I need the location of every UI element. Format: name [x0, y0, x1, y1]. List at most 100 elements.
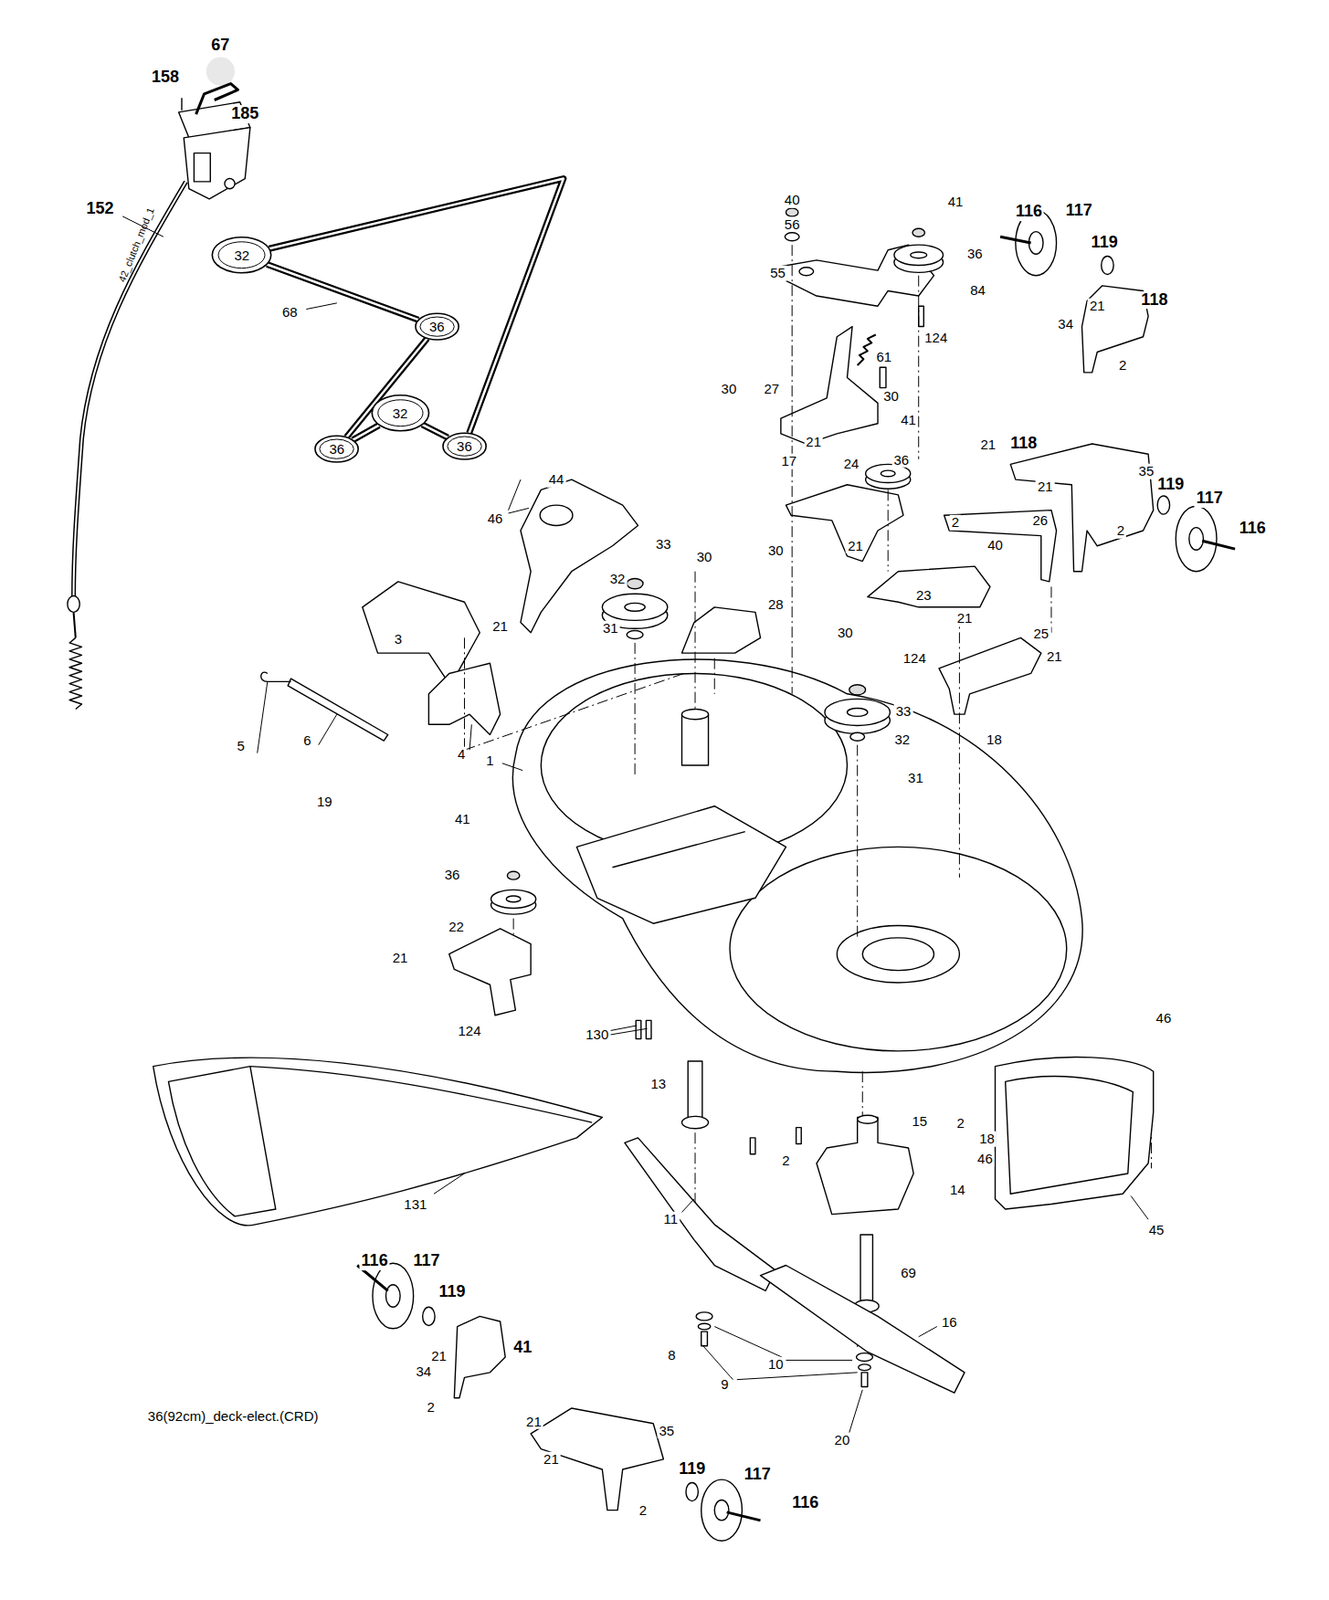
callout-number: 2	[954, 1116, 966, 1132]
left-brackets-shape	[287, 678, 389, 741]
idler-bracket-assembly-shape	[857, 334, 876, 366]
idler-bracket-assembly-shape	[918, 305, 925, 327]
left-wheel-brackets-shape	[714, 1500, 729, 1521]
spindles-and-blades-shape	[858, 1364, 871, 1372]
callout-number: 24	[842, 456, 862, 473]
clutch-assembly-shape	[206, 57, 235, 86]
idler-bracket-assembly-shape	[894, 244, 944, 265]
right-wheel-brackets-shape	[1175, 506, 1217, 572]
leader-lines-shape	[508, 479, 521, 511]
callout-number: 27	[761, 381, 781, 398]
right-cover-shape	[1005, 1076, 1134, 1195]
pulley-number: 36	[456, 439, 473, 454]
callout-number: 30	[766, 543, 786, 560]
callout-number: 45	[1147, 1222, 1167, 1238]
callout-number: 21	[1044, 648, 1065, 665]
right-wheel-brackets-shape	[1157, 495, 1170, 515]
callout-number: 36	[443, 866, 463, 883]
left-wheel-brackets-shape	[372, 1263, 414, 1329]
pulley-number: 36	[328, 442, 345, 456]
drive-belt	[352, 425, 380, 441]
leader-lines-shape	[469, 724, 472, 750]
callout-number: 41	[898, 412, 918, 429]
left-brackets-shape	[539, 505, 573, 526]
spindles-and-blades-shape	[816, 1117, 914, 1214]
pulley-groove	[218, 242, 265, 269]
belt-pulley: 36	[414, 312, 460, 341]
idler-bracket-assembly-shape	[938, 637, 1042, 715]
callout-number: 46	[1154, 1011, 1174, 1027]
left-brackets-shape	[626, 631, 644, 640]
dash-dot-guides-shape	[634, 643, 636, 776]
leader-lines-shape	[318, 714, 338, 746]
drive-belt-core	[421, 424, 448, 438]
callout-number: 2	[637, 1503, 649, 1519]
callout-number: 17	[779, 453, 799, 470]
grass-chute	[153, 1057, 603, 1226]
callout-number: 10	[766, 1357, 786, 1373]
left-wheel-brackets-shape	[530, 1408, 664, 1511]
dash-dot-guides-shape	[464, 637, 465, 750]
clutch-cable-shape	[73, 181, 187, 598]
callout-number: 30	[881, 388, 901, 404]
deck-pulleys-shape	[491, 889, 537, 908]
callout-number: 117	[742, 1466, 773, 1485]
mower-deck-shape	[836, 925, 960, 983]
pulley-rim	[315, 435, 359, 463]
clutch-cable	[67, 181, 187, 710]
callout-number: 2	[780, 1152, 792, 1169]
dash-dot-guides-shape	[856, 745, 858, 939]
callout-number: 33	[653, 536, 674, 552]
callout-number: 23	[914, 587, 934, 603]
callout-number: 8	[665, 1348, 677, 1364]
callout-number: 26	[1030, 513, 1050, 529]
pulley-groove	[420, 316, 454, 337]
left-brackets-shape	[362, 581, 480, 685]
callout-number: 2	[424, 1400, 436, 1416]
deck-pulleys	[449, 685, 891, 1016]
callout-number: 21	[1035, 479, 1055, 496]
idler-bracket-assembly-shape	[785, 485, 903, 562]
dash-dot-guides-shape	[464, 673, 685, 750]
left-wheel-brackets-shape	[701, 1479, 743, 1541]
drive-belt	[266, 263, 419, 320]
drawing-note: 36(92cm)_deck-elect.(CRD)	[146, 1409, 321, 1425]
callout-number: 13	[648, 1076, 668, 1093]
leader-lines-shape	[610, 1028, 647, 1035]
pulley-groove	[377, 400, 422, 427]
callout-number: 35	[1137, 464, 1157, 480]
spindles-and-blades-shape	[861, 1372, 868, 1388]
spindles-and-blades-shape	[687, 1061, 703, 1123]
grass-chute-shape	[153, 1057, 603, 1226]
callout-number: 118	[1139, 291, 1170, 310]
callout-number: 11	[661, 1212, 680, 1228]
callout-number: 31	[906, 769, 926, 786]
leader-lines-shape	[610, 1025, 637, 1032]
callout-number: 4	[455, 747, 467, 763]
callout-number: 116	[1237, 519, 1268, 538]
callout-number: 119	[437, 1283, 468, 1302]
leader-lines-shape	[702, 1345, 734, 1381]
clutch-cable-shape	[73, 611, 76, 638]
right-wheel-brackets-shape	[1010, 443, 1153, 572]
callout-number: 68	[280, 305, 300, 321]
leader-lines-shape	[305, 303, 338, 310]
callout-number: 21	[429, 1349, 449, 1365]
left-brackets-shape	[626, 579, 644, 590]
pulley-groove	[319, 439, 354, 459]
callout-number: 21	[490, 619, 510, 635]
leader-lines-shape	[257, 681, 268, 753]
callout-number: 21	[524, 1413, 544, 1430]
callout-number: 119	[676, 1460, 707, 1479]
idler-bracket-assembly-shape	[912, 228, 925, 237]
leader-lines-shape	[918, 1327, 938, 1338]
belt-pulley: 32	[370, 393, 431, 433]
callout-number: 41	[453, 812, 473, 828]
callout-number: 21	[978, 437, 998, 454]
callout-number: 31	[601, 621, 621, 637]
callout-number: 36	[891, 453, 911, 469]
clutch-assembly	[179, 57, 251, 200]
callout-number: 61	[874, 349, 894, 366]
callout-number: 46	[975, 1151, 995, 1168]
